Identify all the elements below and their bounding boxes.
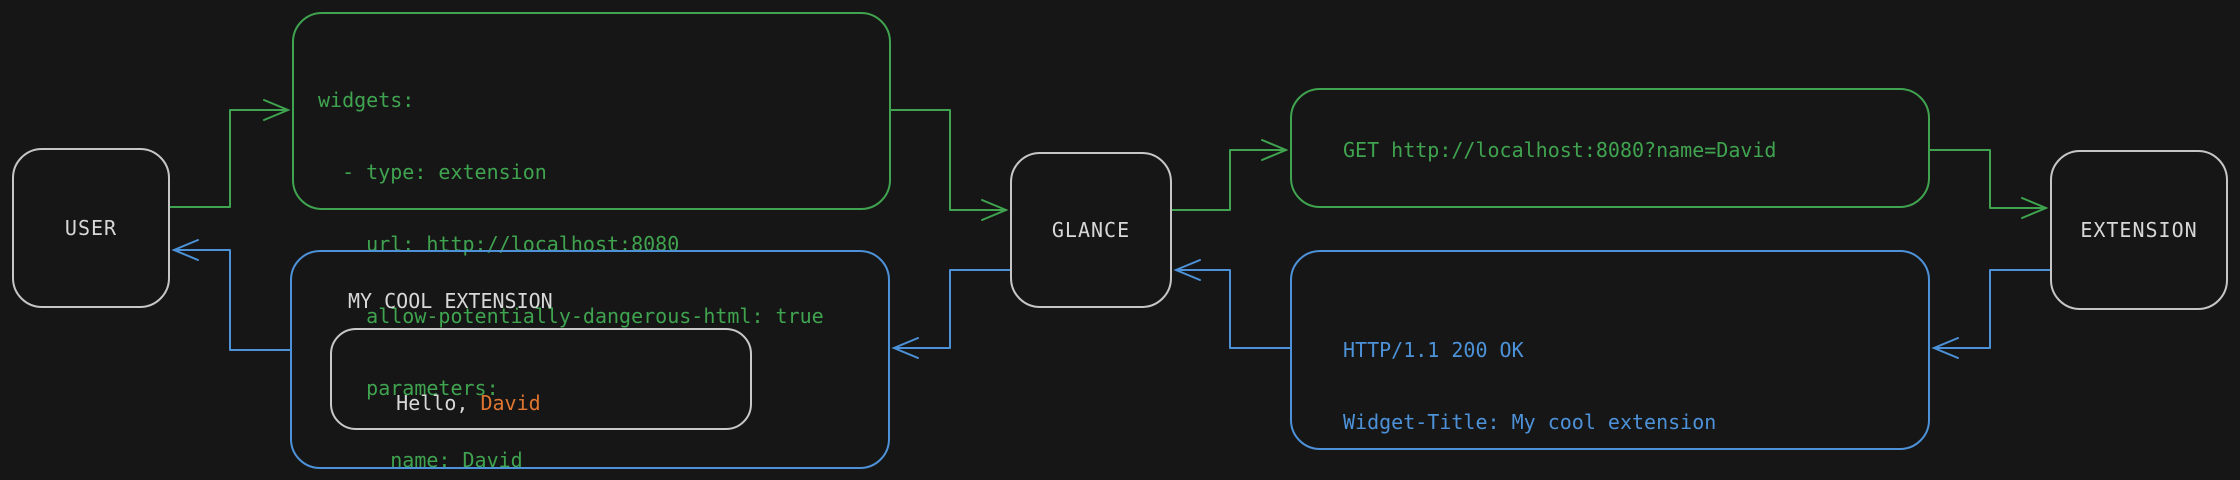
arrow-glance-to-widget bbox=[891, 269, 1010, 359]
widget-content-frame bbox=[330, 328, 752, 430]
greeting-name: David bbox=[480, 391, 541, 415]
http-response-box bbox=[1290, 250, 1930, 450]
rendered-widget-box bbox=[290, 250, 890, 469]
node-extension: EXTENSION bbox=[2050, 150, 2228, 310]
greeting-prefix: Hello, bbox=[396, 391, 481, 415]
arrow-extension-to-response bbox=[1931, 269, 2050, 359]
http-response-code: HTTP/1.1 200 OK Widget-Title: My cool ex… bbox=[1343, 290, 1909, 480]
arrow-widget-to-user bbox=[171, 239, 290, 351]
code-line: parameters: bbox=[318, 376, 499, 400]
widget-title: MY COOL EXTENSION bbox=[348, 289, 553, 313]
arrow-glance-to-request bbox=[1172, 139, 1289, 211]
node-user-label: USER bbox=[64, 216, 118, 240]
config-yaml-box bbox=[292, 12, 891, 210]
code-line: allow-potentially-dangerous-html: true bbox=[318, 304, 824, 328]
http-request-text: GET http://localhost:8080?name=David bbox=[1343, 138, 1777, 162]
code-line: - type: extension bbox=[318, 160, 547, 184]
http-request-box bbox=[1290, 88, 1930, 208]
arrow-request-to-extension bbox=[1930, 149, 2049, 219]
code-line: url: http://localhost:8080 bbox=[318, 232, 680, 256]
arrow-user-to-config bbox=[170, 99, 291, 208]
widget-greeting: Hello, David bbox=[348, 367, 541, 439]
arrow-config-to-glance bbox=[891, 109, 1009, 221]
code-line: Widget-Title: My cool extension bbox=[1343, 410, 1717, 434]
node-extension-label: EXTENSION bbox=[2080, 218, 2198, 242]
node-glance-label: GLANCE bbox=[1051, 218, 1131, 242]
code-line: widgets: bbox=[318, 88, 415, 112]
code-line: HTTP/1.1 200 OK bbox=[1343, 338, 1524, 362]
node-user: USER bbox=[12, 148, 170, 308]
node-glance: GLANCE bbox=[1010, 152, 1172, 308]
arrow-response-to-glance bbox=[1173, 259, 1290, 349]
